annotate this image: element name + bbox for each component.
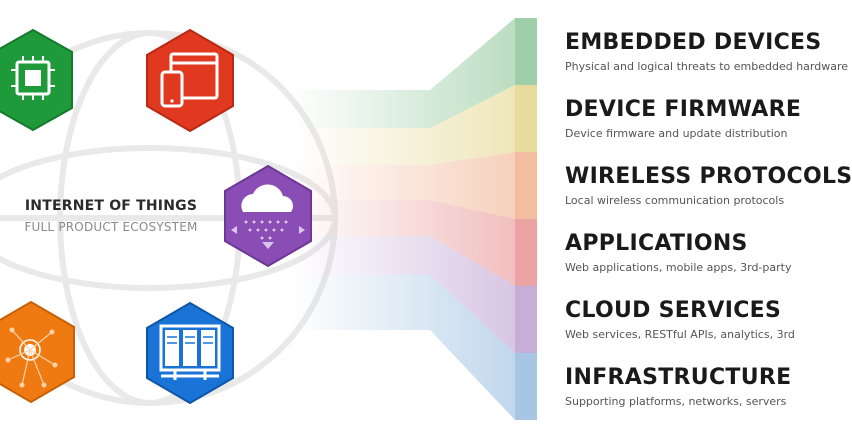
category-fan <box>290 18 537 420</box>
category-description: Local wireless communication protocols <box>565 194 785 207</box>
network-nodes-icon <box>0 300 75 404</box>
category-embedded-devices: EMBEDDED DEVICES Physical and logical th… <box>565 30 849 74</box>
category-title: APPLICATIONS <box>565 231 748 256</box>
category-cloud-services: CLOUD SERVICES Web services, RESTful API… <box>565 298 795 342</box>
category-title: INFRASTRUCTURE <box>565 365 792 390</box>
category-infrastructure: INFRASTRUCTURE Supporting platforms, net… <box>565 365 792 409</box>
ecosystem-illustration <box>0 18 537 420</box>
category-applications: APPLICATIONS Web applications, mobile ap… <box>565 231 792 275</box>
category-title: CLOUD SERVICES <box>565 298 782 323</box>
category-description: Physical and logical threats to embedded… <box>565 60 849 73</box>
category-title: WIRELESS PROTOCOLS <box>565 164 852 189</box>
category-wireless-protocols: WIRELESS PROTOCOLS Local wireless commun… <box>565 164 852 208</box>
category-title: DEVICE FIRMWARE <box>565 97 802 122</box>
chip-icon <box>0 28 73 132</box>
iot-ecosystem-graphic: INTERNET OF THINGS FULL PRODUCT ECOSYSTE… <box>0 18 852 420</box>
ecosystem-title: INTERNET OF THINGS <box>24 198 198 214</box>
cloud-icon <box>224 164 312 268</box>
category-title: EMBEDDED DEVICES <box>565 30 822 55</box>
category-device-firmware: DEVICE FIRMWARE Device firmware and upda… <box>565 97 802 141</box>
category-description: Device firmware and update distribution <box>565 127 788 140</box>
server-racks-icon <box>146 301 234 405</box>
category-description: Supporting platforms, networks, servers <box>565 395 787 408</box>
mobile-devices-icon <box>146 28 234 133</box>
ecosystem-subtitle: FULL PRODUCT ECOSYSTEM <box>24 220 198 234</box>
category-description: Web applications, mobile apps, 3rd-party <box>565 261 792 274</box>
category-description: Web services, RESTful APIs, analytics, 3… <box>565 328 795 341</box>
